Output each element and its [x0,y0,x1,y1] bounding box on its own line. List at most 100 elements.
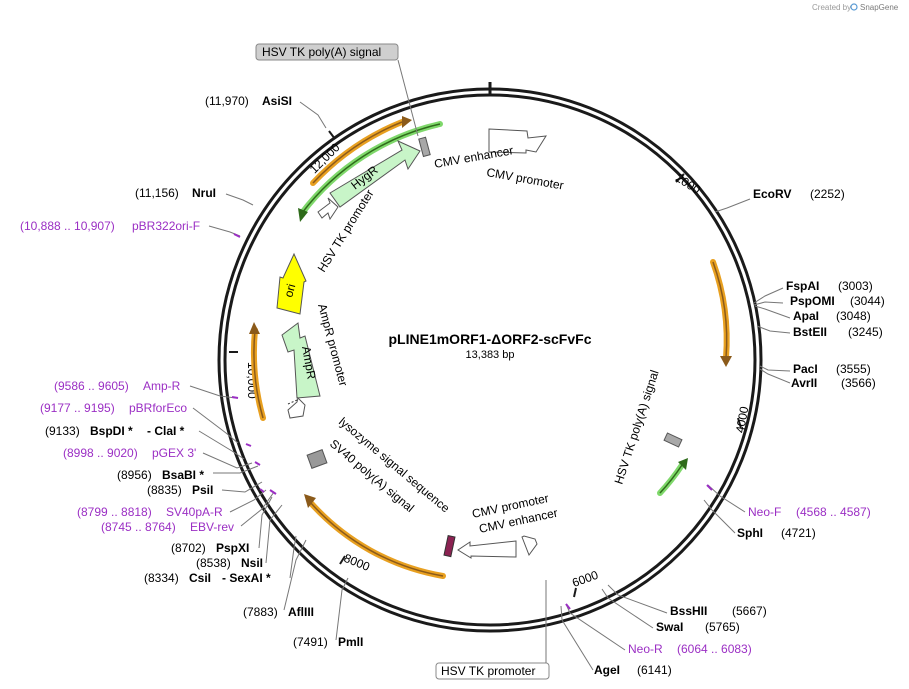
site-agei-pos: (6141) [637,663,672,677]
ampr-label: AmpR [299,345,319,381]
primer-pbrforeco-pos: (9177 .. 9195) [40,401,115,415]
cmv-enhancer-top-arrow [488,128,547,154]
site-ecorv-pos: (2252) [810,187,845,201]
ampr-arrow [281,322,321,399]
site-bsabi-pos: (8956) [117,468,152,482]
hsvtk-pro-top-arrow [312,121,403,184]
leader-bspdi [198,430,245,460]
cds-right-arrow [712,261,728,359]
primer-sv40pa-r-pos: (8799 .. 8818) [77,505,152,519]
primer-pgex-pos: (8998 .. 9020) [63,446,138,460]
tick-label-4000: 4000 [733,405,751,434]
neo-right-arrow [659,464,683,494]
ampr-promoter-arrow [287,397,306,419]
site-bsshii[interactable]: BssHII [670,604,707,618]
leader-bsabi [213,465,259,474]
ampr-cds-left-arrowhead [249,322,260,334]
ampr-promoter-label: AmpR promoter [315,302,350,387]
site-apai[interactable]: ApaI [793,309,819,323]
cds-right-arrowhead [720,356,732,367]
cmv-enhancer-bot-arrow [457,540,517,559]
cmv-promoter-bot-arrow [521,535,538,557]
hsvtk-polya-top-label: HSV TK poly(A) signal [262,45,381,59]
site-bsteii-pos: (3245) [848,325,883,339]
primer-labels: (10,888 .. 10,907) pBR322ori-F (9586 .. … [20,219,871,656]
tick-label-8000: 8000 [342,551,372,574]
snapgene-logo-icon [850,3,858,11]
site-pmli[interactable]: PmlI [338,635,363,649]
primer-pbr322ori-f[interactable]: pBR322ori-F [132,219,200,233]
leader-pmli [335,577,349,641]
site-bsshii-pos: (5667) [732,604,767,618]
left-sites: (11,970) AsiSI (11,156) NruI (9133) BspD… [45,94,363,649]
hygr-arrow [329,140,421,208]
ampr-cds-left-arrow [253,329,264,419]
hsvtk-polya-top-box [418,136,431,158]
scfvfc-cds-arrowhead [304,494,316,508]
leader-sphi [703,499,736,534]
primer-amp-r-pos: (9586 .. 9605) [54,379,129,393]
site-paci[interactable]: PacI [793,362,818,376]
leader-pgex [202,452,253,469]
site-nrui[interactable]: NruI [192,186,216,200]
site-avrii[interactable]: AvrII [791,376,817,390]
leader-bsshii [607,584,668,614]
site-sexai[interactable]: - SexAI * [222,571,271,585]
scfvfc-cds-arrow [309,501,444,577]
site-bsteii[interactable]: BstEII [793,325,827,339]
site-fspai[interactable]: FspAI [786,279,819,293]
leader-nrui [225,193,254,206]
primer-amp-r[interactable]: Amp-R [143,379,181,393]
plasmid-size: 13,383 bp [466,349,515,361]
hsvtk-polya-top-box-label [255,43,399,61]
site-sphi[interactable]: SphI [737,526,763,540]
site-psii[interactable]: PsiI [192,483,213,497]
hsvtk-polya-right-box [663,432,683,448]
site-nsii[interactable]: NsiI [241,556,263,570]
leader-bsteii [756,325,791,334]
primer-neo-f[interactable]: Neo-F [748,505,781,519]
leader-csii [289,535,297,579]
site-ecorv[interactable]: EcoRV [753,187,791,201]
leader-swai [601,588,654,629]
created-by-label: Created by [812,3,851,12]
marker-pgex [254,461,261,466]
marker-amp-r [231,396,239,399]
site-agei[interactable]: AgeI [594,663,620,677]
primer-ebv-rev[interactable]: EBV-rev [190,520,234,534]
hsvtk-polya-top-arrowhead [298,208,308,222]
site-bspdi[interactable]: BspDI * [90,424,133,438]
site-afliii[interactable]: AflIII [288,605,314,619]
leader-agei [560,605,594,671]
site-swai[interactable]: SwaI [656,620,683,634]
hsvtk-pro-top-arrowhead [402,116,412,128]
leader-pbrforeco [192,407,239,444]
site-apai-pos: (3048) [836,309,871,323]
leader-psii [221,481,263,493]
marker-neo-r [565,603,571,610]
primer-sv40pa-r[interactable]: SV40pA-R [166,505,223,519]
brand-label: SnapGene [860,3,899,12]
leader-neo-f [707,484,746,513]
leader-lines [189,101,791,671]
leader-hsvtk-polya-top [397,59,419,137]
site-swai-pos: (5765) [705,620,740,634]
site-clai[interactable]: - ClaI * [147,424,185,438]
tick-label-6000: 6000 [570,568,600,590]
site-paci-pos: (3555) [836,362,871,376]
primer-markers [231,233,713,610]
primer-pgex[interactable]: pGEX 3' [152,446,196,460]
tick-label-2000: 2000 [673,171,703,197]
site-pspomi-pos: (3044) [850,294,885,308]
site-bsabi[interactable]: BsaBI * [162,468,204,482]
leader-ecorv [714,198,751,213]
site-asisi[interactable]: AsiSI [262,94,292,108]
site-pspxi[interactable]: PspXI [216,541,249,555]
site-pspomi[interactable]: PspOMI [790,294,835,308]
site-csii[interactable]: CsiI [189,571,211,585]
ampr-dash [287,399,298,405]
marker-pbr322ori-f [233,233,241,238]
primer-neo-r[interactable]: Neo-R [628,642,663,656]
ori-arrow [276,252,307,315]
primer-pbrforeco[interactable]: pBRforEco [129,401,187,415]
